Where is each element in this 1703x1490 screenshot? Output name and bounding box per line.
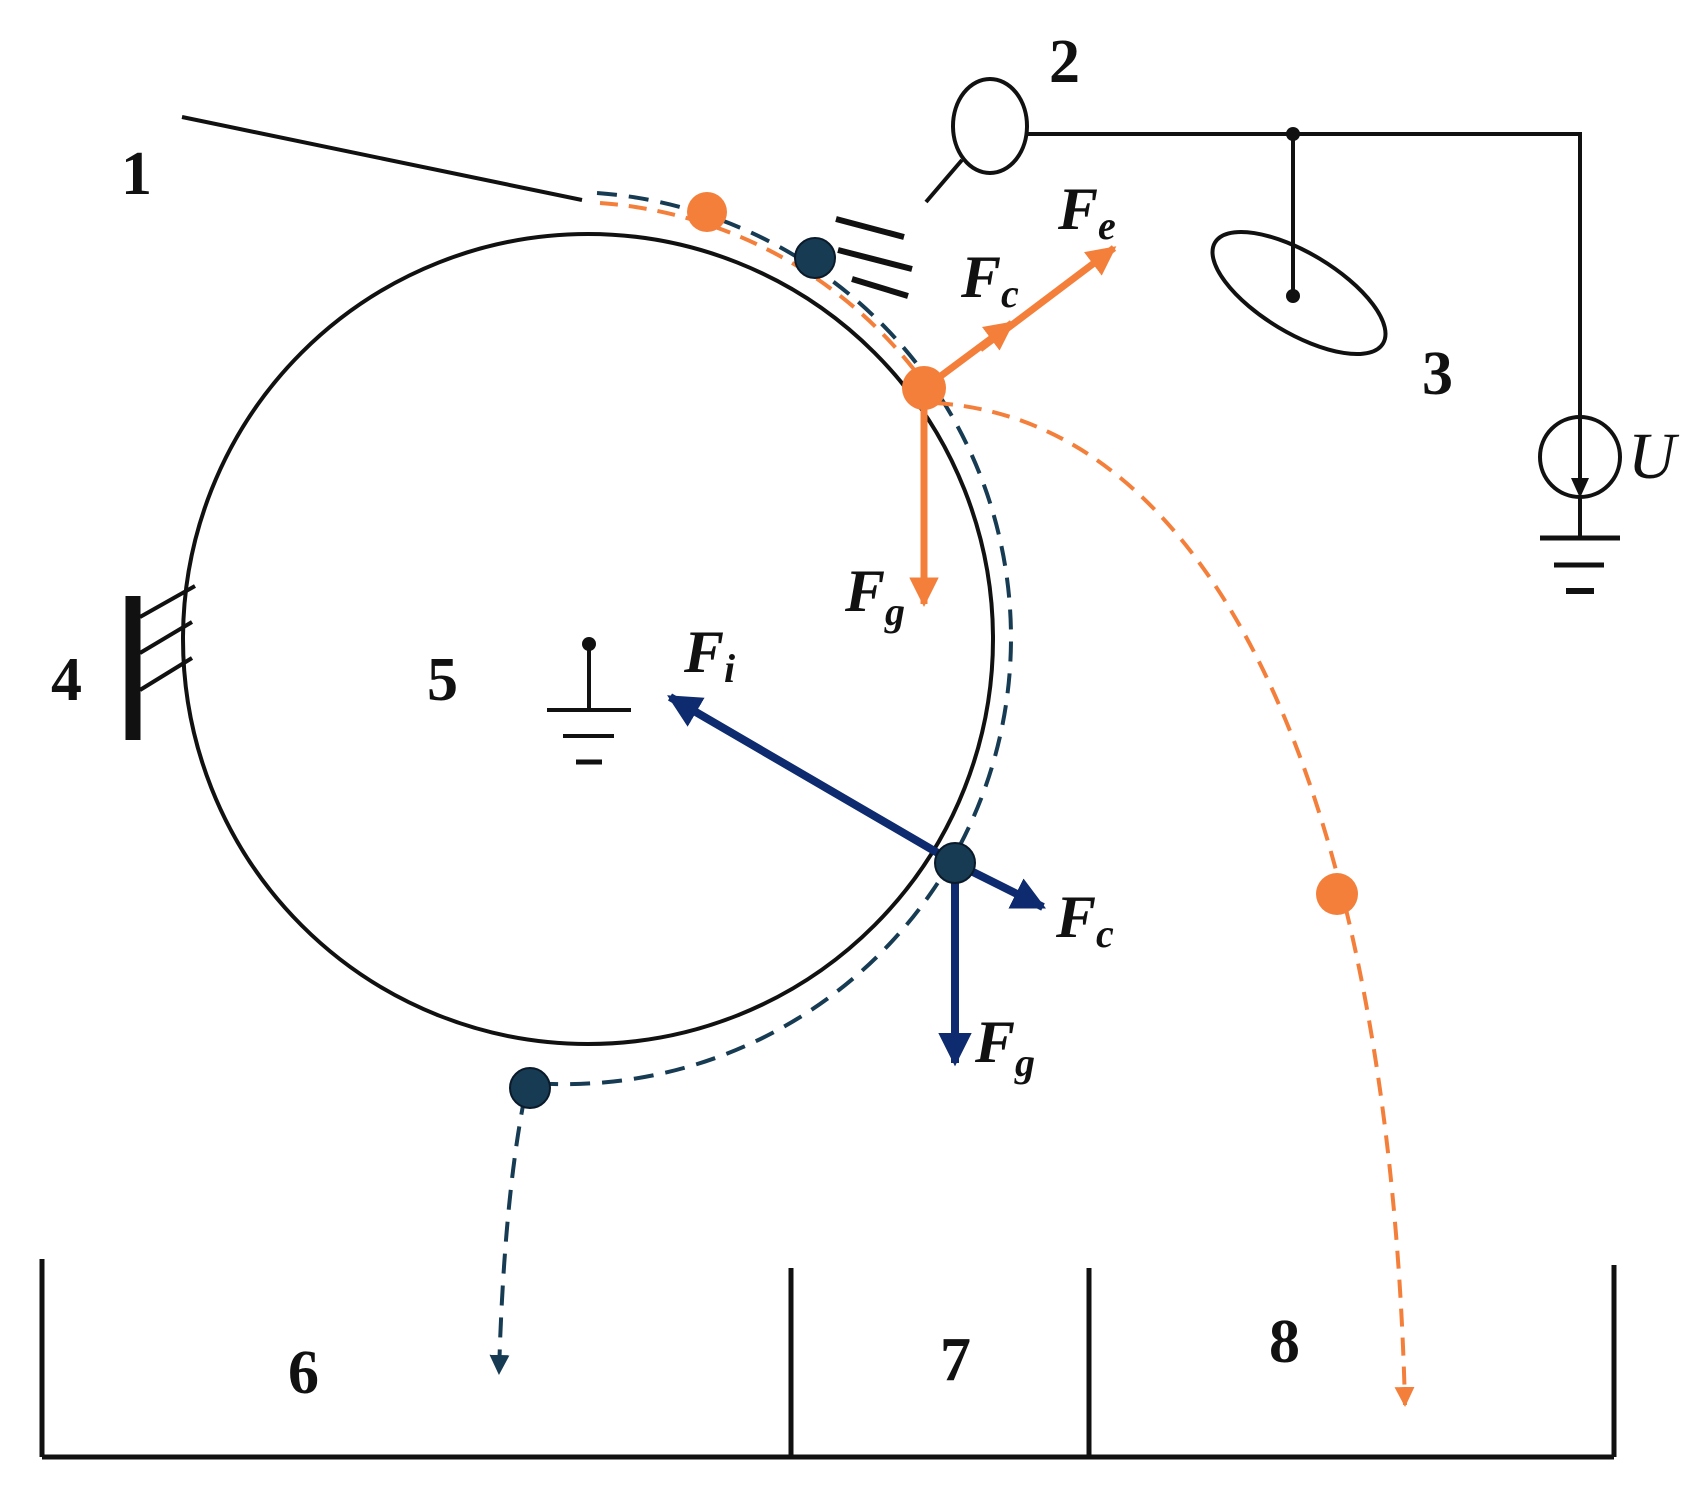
label-blue-fc: Fc — [1055, 884, 1114, 956]
nonconductive-particle — [934, 842, 976, 884]
label-orange-fe: Fe — [1057, 176, 1116, 248]
label-orange-fc: Fc — [960, 244, 1019, 316]
label-bin-middling: 7 — [940, 1326, 971, 1394]
brush — [125, 584, 196, 740]
label-brush: 4 — [51, 646, 82, 714]
corona-discharge-marks — [835, 216, 913, 299]
conductive-particle — [1316, 873, 1358, 915]
nonconductive-trajectory — [532, 191, 1014, 1087]
conductive-fall-path — [934, 401, 1415, 1407]
conductive-trajectory — [599, 201, 924, 382]
nonconductive-fall-path — [489, 1094, 527, 1375]
nonconductive-particle — [509, 1067, 551, 1109]
static-electrode — [1210, 229, 1388, 357]
corona-lead — [924, 158, 964, 204]
label-roll-drum: 5 — [427, 646, 458, 714]
conductive-particle — [902, 366, 946, 410]
drum-ground-icon — [547, 637, 631, 765]
roll-drum — [181, 232, 995, 1046]
label-blue-fg: Fg — [974, 1009, 1035, 1085]
label-blue-fi: Fi — [683, 619, 735, 691]
collection-bins — [39, 1259, 1617, 1460]
label-feeder: 1 — [121, 140, 152, 208]
orange-fe-arrow — [977, 245, 1117, 352]
feeder-line — [181, 115, 583, 202]
hv-wiring — [1027, 132, 1582, 417]
nonconductive-particle — [794, 237, 836, 279]
static-electrode-node — [1286, 289, 1300, 303]
conductive-particle — [687, 192, 727, 232]
voltage-source-icon — [1538, 415, 1622, 594]
blue-fi-arrow — [667, 693, 958, 867]
corona-electrode — [951, 77, 1029, 175]
label-bin-nonconductor: 6 — [288, 1339, 319, 1407]
label-bin-conductor: 8 — [1269, 1308, 1300, 1376]
label-voltage: U — [1628, 420, 1680, 493]
wire-junction — [1286, 127, 1300, 141]
label-static-electrode: 3 — [1422, 340, 1453, 408]
label-orange-fg: Fg — [844, 558, 905, 634]
label-corona-electrode: 2 — [1049, 28, 1080, 96]
